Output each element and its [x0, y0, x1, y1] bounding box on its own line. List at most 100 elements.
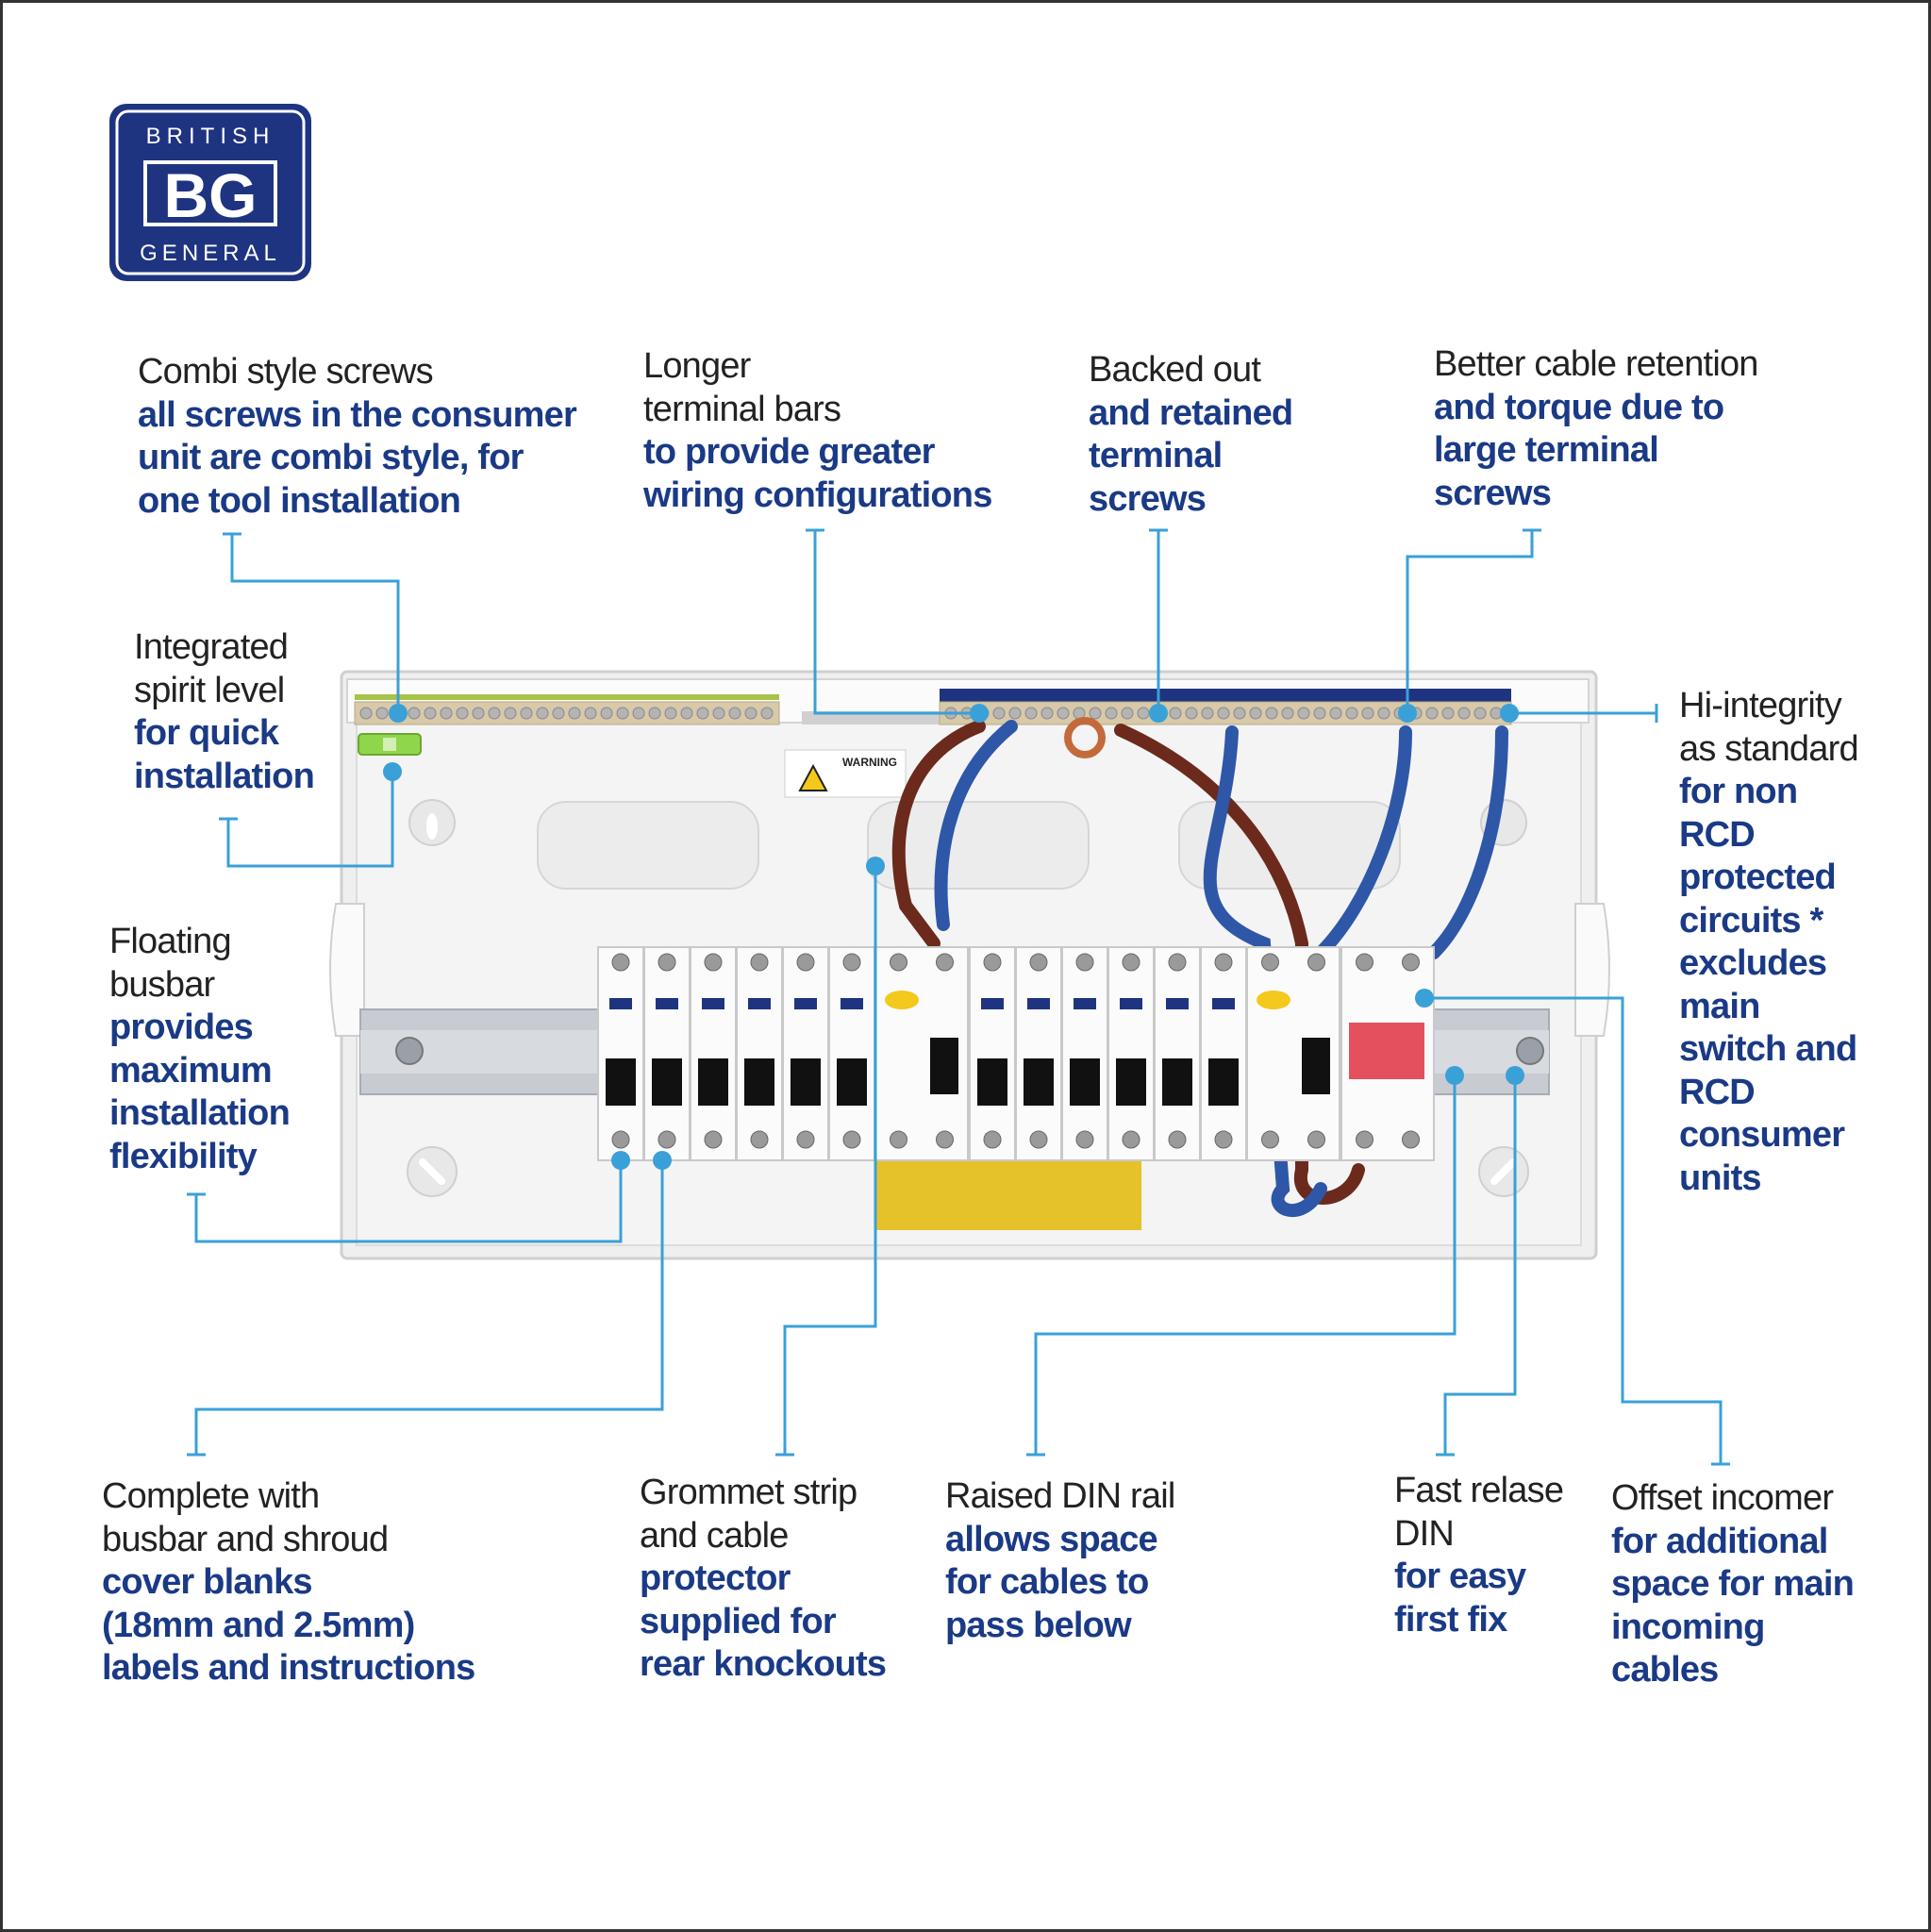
neutral-terminal-screw: [1233, 707, 1246, 720]
leader-lines: [187, 528, 1730, 1466]
neutral-terminal-screw: [1377, 707, 1390, 720]
dot-complete: [653, 1151, 672, 1170]
dot-terminal-bars: [970, 704, 989, 723]
logo-outline: [115, 109, 306, 275]
spirit-level-bubble: [383, 738, 396, 751]
neutral-terminal-screw: [1137, 707, 1150, 720]
blue-cable-incomer: [1427, 725, 1508, 959]
callout-busbar-detail: provides maximum installation flexibilit…: [109, 1008, 291, 1176]
din-rail-screw-left: [395, 1037, 424, 1065]
neutral-terminal-screw: [1185, 707, 1198, 720]
neutral-terminal-screw: [1457, 707, 1471, 720]
mcb-module: [736, 946, 783, 1161]
blue-cable-center: [1203, 725, 1327, 1217]
dot-spirit-level: [383, 762, 402, 781]
earth-terminal-screw: [664, 707, 677, 720]
bg-logo: BRITISH BG GENERAL: [109, 104, 311, 281]
earth-terminal-screw: [408, 707, 421, 720]
module-bottom-screw: [936, 1130, 954, 1149]
neutral-terminal-screw: [1008, 707, 1022, 720]
earth-terminal-screw: [504, 707, 517, 720]
dot-grommet: [866, 857, 885, 875]
mcb-module: [1061, 946, 1108, 1161]
regulation-label: [875, 1153, 1141, 1230]
neutral-terminal-screw: [1265, 707, 1278, 720]
module-bottom-screw: [983, 1130, 1002, 1149]
neutral-terminal-screw: [1024, 707, 1038, 720]
logo-top-text: BRITISH: [146, 124, 275, 149]
mcb-toggle: [791, 1058, 821, 1106]
callout-cable-retention: Better cable retention and torque due to…: [1434, 343, 1758, 515]
mcb-brand-badge: [1212, 998, 1235, 1009]
leader-complete: [194, 1160, 664, 1455]
mcb-brand-badge: [1166, 998, 1189, 1009]
callout-spirit-level-lead: Integrated spirit level: [134, 627, 289, 710]
dot-hi-integrity: [1500, 704, 1519, 723]
neutral-terminal-screw: [1345, 707, 1358, 720]
mcb-module: [828, 946, 875, 1161]
earth-terminal-screw: [520, 707, 533, 720]
callout-combi-detail: all screws in the consumer unit are comb…: [138, 394, 577, 521]
mcb-module: [1154, 946, 1201, 1161]
module-bottom-screw: [1307, 1130, 1325, 1149]
module-bottom-screw: [1261, 1130, 1279, 1149]
module-top-screw: [1029, 953, 1048, 972]
dot-busbar: [611, 1151, 630, 1170]
neutral-terminal-screw: [1169, 707, 1182, 720]
mcb-brand-badge: [656, 998, 678, 1009]
earth-terminal-screw: [424, 707, 437, 720]
mcb-toggle: [1070, 1058, 1100, 1106]
callout-din-rail-lead: Raised DIN rail: [945, 1476, 1175, 1516]
mcb-brand-badge: [609, 998, 632, 1009]
rcd-test-button: [885, 991, 919, 1009]
mcb-brand-badge: [841, 998, 863, 1009]
mcb-module: [690, 946, 737, 1161]
copper-link: [1064, 717, 1106, 758]
rcd-test-button: [1257, 991, 1290, 1009]
earth-terminal-screw: [536, 707, 549, 720]
dot-din-rail: [1445, 1066, 1464, 1085]
mcb-module: [1200, 946, 1247, 1161]
earth-terminal-screw: [760, 707, 774, 720]
knockout-left: [537, 801, 759, 890]
module-top-screw: [1214, 953, 1233, 972]
module-bottom-screw: [842, 1130, 861, 1149]
earth-terminal-screw: [488, 707, 501, 720]
mcb-brand-badge: [794, 998, 817, 1009]
callout-terminal-bars-lead: Longer terminal bars: [643, 346, 841, 429]
blue-cable-right: [1314, 725, 1412, 959]
slot-left: [419, 1158, 445, 1185]
neutral-terminal-screw: [1217, 707, 1230, 720]
module-bottom-screw: [1214, 1130, 1233, 1149]
mcb-toggle: [837, 1058, 867, 1106]
callout-terminal-bars-detail: to provide greater wiring configurations: [643, 432, 992, 515]
leader-grommet: [783, 866, 877, 1455]
neutral-terminal-screw: [1425, 707, 1439, 720]
leader-cable-retention: [1406, 530, 1534, 713]
module-bottom-screw: [1356, 1130, 1373, 1149]
module-top-screw: [1122, 953, 1140, 972]
mcb-module: [969, 946, 1016, 1161]
leader-terminal-bars: [813, 530, 979, 715]
earth-terminal-screw: [728, 707, 741, 720]
mcb-toggle: [1162, 1058, 1192, 1106]
callout-hi-integrity-lead: Hi-integrity as standard: [1679, 686, 1859, 769]
callout-backed-out: Backed out and retained terminal screws: [1089, 349, 1293, 521]
neutral-terminal-screw: [1249, 707, 1262, 720]
mcb-toggle: [1024, 1058, 1054, 1106]
module-bottom-screw: [796, 1130, 815, 1149]
logo-background: [109, 104, 311, 281]
module-bottom-screw: [1168, 1130, 1187, 1149]
neutral-terminal-screw: [1105, 707, 1118, 720]
leader-combi: [230, 534, 400, 713]
mcb-toggle: [1208, 1058, 1239, 1106]
callout-offset-lead: Offset incomer: [1611, 1478, 1834, 1518]
mcb-toggle: [1116, 1058, 1146, 1106]
mcb-brand-badge: [1027, 998, 1050, 1009]
earth-terminal-screw: [359, 707, 373, 720]
neutral-terminal-screw: [1329, 707, 1342, 720]
slot-right: [1490, 1158, 1517, 1185]
warning-title: WARNING: [842, 756, 897, 769]
module-top-screw: [1075, 953, 1094, 972]
